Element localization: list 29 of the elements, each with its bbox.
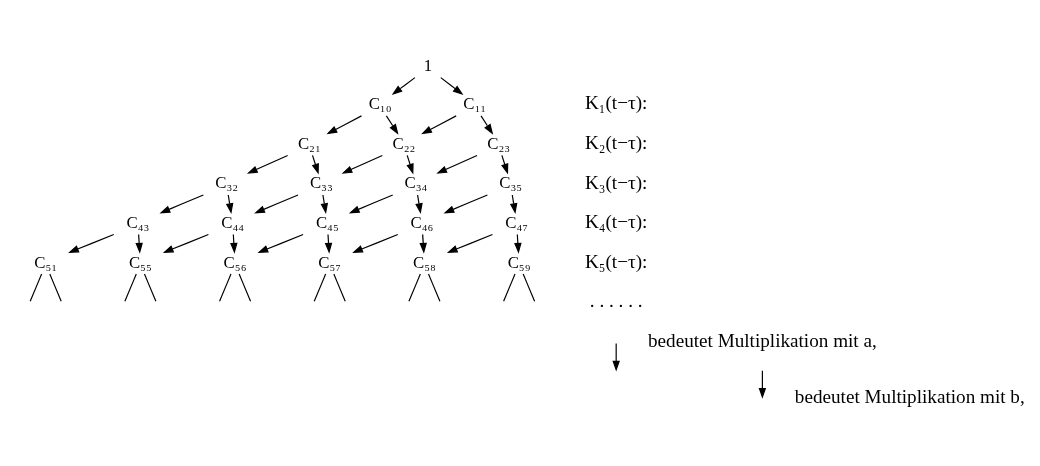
node-text: C₄₃: [126, 213, 150, 233]
node-text: C₅₉: [507, 252, 531, 272]
node-text: C₄₄: [221, 213, 245, 233]
node-text: C₃₃: [309, 173, 333, 193]
node-text: C₃₅: [499, 173, 523, 193]
node-text: C₁₁: [463, 94, 487, 114]
node-text: C₂₁: [297, 133, 321, 153]
node-text: C₃₄: [404, 173, 428, 193]
label: K₁(t−τ):: [584, 92, 648, 114]
node-text: C₅₈: [412, 252, 436, 272]
label: K₂(t−τ):: [584, 132, 648, 154]
label: K₅(t−τ):: [584, 250, 648, 272]
node-text: C₂₃: [487, 133, 511, 153]
node-text: C₃₂: [215, 173, 239, 193]
node-text: C₅₁: [34, 252, 58, 272]
label: . . . . . .: [589, 290, 643, 312]
node-text: C₅₆: [223, 252, 247, 272]
legend-label: bedeutet Multiplikation mit a,: [648, 329, 877, 351]
node-text: 1: [423, 56, 433, 76]
node-text: C₅₅: [128, 252, 152, 272]
node-text: C₁₀: [368, 94, 392, 114]
label: K₃(t−τ):: [584, 171, 648, 193]
node-text: C₅₇: [318, 252, 342, 272]
node-text: C₄₇: [505, 213, 529, 233]
node-text: C₄₅: [315, 213, 339, 233]
legend-label: bedeutet Multiplikation mit b,: [794, 385, 1025, 407]
label: K₄(t−τ):: [584, 211, 648, 233]
node-text: C₂₂: [392, 133, 416, 153]
node-text: C₄₆: [410, 213, 434, 233]
